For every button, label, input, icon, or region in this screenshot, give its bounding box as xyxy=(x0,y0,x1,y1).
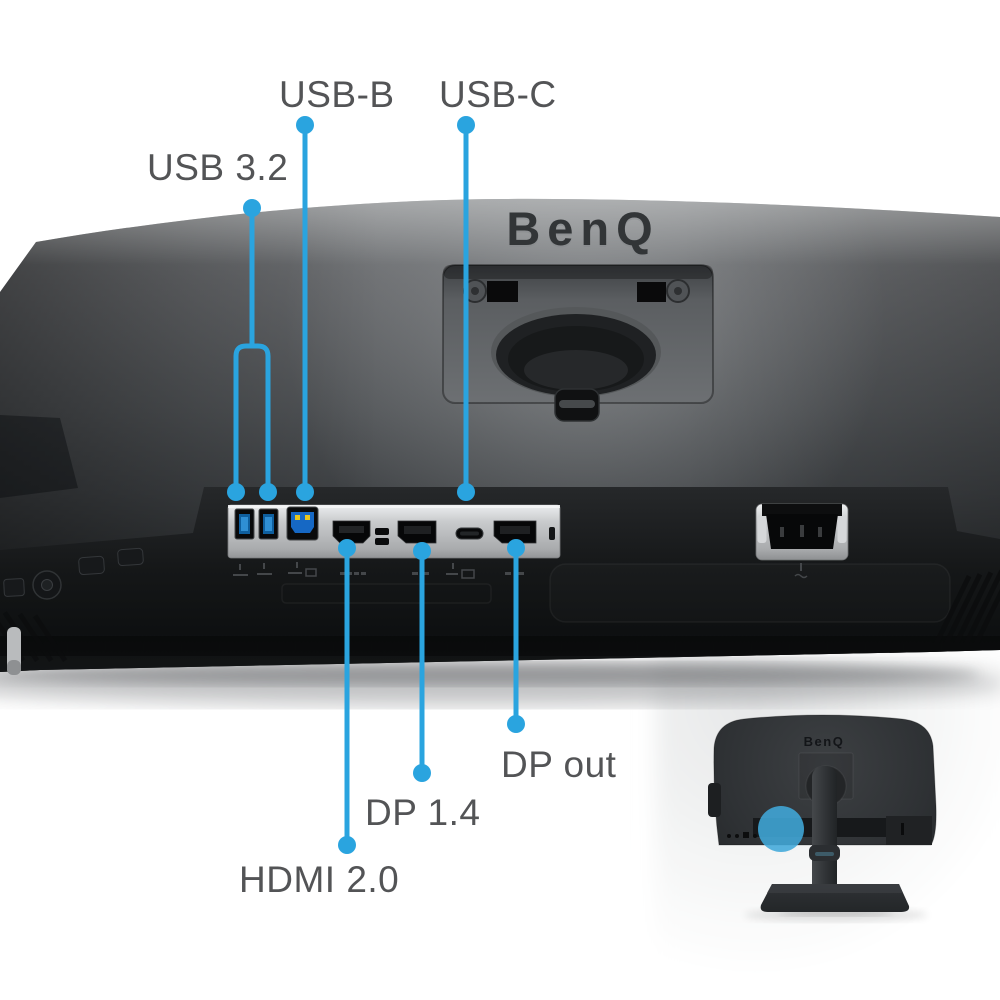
inset-right-corner xyxy=(886,816,932,845)
usb-a-port-2 xyxy=(258,508,279,540)
usb-c-label: USB-C xyxy=(439,74,557,115)
lock-slot xyxy=(549,527,555,540)
left-panel-shading xyxy=(0,415,78,498)
osd-controls xyxy=(3,547,144,600)
inset-benq-logo: BenQ xyxy=(804,734,845,749)
inset-osd-buttons xyxy=(727,832,757,838)
inset-monitor-view: BenQ xyxy=(708,714,937,922)
stand-socket-circle xyxy=(491,307,661,397)
usb-c-port xyxy=(455,527,484,540)
usb-b-port xyxy=(286,506,319,541)
usb-c-label-dot xyxy=(457,116,475,134)
vent-strip xyxy=(0,636,1000,656)
vesa-screw-right xyxy=(666,279,690,303)
dp-in-port xyxy=(397,520,437,544)
monitor-floor-shadow xyxy=(0,661,1000,705)
dp-in-engraving xyxy=(412,572,429,575)
usb-3-2-label-dot xyxy=(243,199,261,217)
dp-1-4-label: DP 1.4 xyxy=(365,792,481,833)
usb-a-port-1-dot xyxy=(227,483,245,501)
chassis-seam-right xyxy=(549,563,951,623)
hdmi-port-dot xyxy=(338,539,356,557)
dp-1-4-port-dot xyxy=(413,542,431,560)
usb-downstream-icon-2 xyxy=(257,563,272,575)
usb-3-2-callout-bracket xyxy=(233,343,271,492)
usb-3-2-label: USB 3.2 xyxy=(147,147,289,188)
osd-button-2 xyxy=(117,547,144,567)
inset-port-highlight-circle xyxy=(758,806,804,852)
benq-logo-highlight: BenQ xyxy=(506,204,659,257)
callout-dots xyxy=(227,116,525,854)
usb-downstream-icon-1 xyxy=(233,564,248,576)
benq-logo-text: BenQ xyxy=(506,202,659,255)
inset-side-tab xyxy=(708,783,721,817)
usb-c-port-dot xyxy=(457,483,475,501)
dp-out-label-dot xyxy=(507,715,525,733)
dp-out-port-dot xyxy=(507,539,525,557)
callout-overlay xyxy=(233,125,519,845)
vesa-mount xyxy=(442,264,714,422)
dp-1-4-label-dot xyxy=(413,764,431,782)
osd-button-1 xyxy=(78,555,105,576)
chassis-seam-left xyxy=(281,583,492,604)
usb-a-port-1 xyxy=(234,508,255,540)
usb-b-label: USB-B xyxy=(279,74,395,115)
hdmi-label-dot xyxy=(338,836,356,854)
power-button xyxy=(3,578,25,597)
power-engraving xyxy=(794,563,808,579)
stand-release-tab xyxy=(554,388,600,422)
ac-power-inlet xyxy=(755,503,849,561)
hdmi-2-0-label: HDMI 2.0 xyxy=(239,859,400,900)
corner-vent-fins-right xyxy=(932,567,1000,648)
usb-b-upstream-icon xyxy=(288,562,317,577)
vesa-hole-right xyxy=(637,282,666,302)
benq-logo: BenQ BenQ xyxy=(506,202,659,257)
usb-c-engraving xyxy=(446,563,475,579)
dp-out-label: DP out xyxy=(501,744,617,785)
osd-joystick xyxy=(32,570,62,600)
usb-b-port-dot xyxy=(296,483,314,501)
io-port-strip xyxy=(227,504,561,559)
vesa-hole-left xyxy=(487,281,518,302)
spacer-slots xyxy=(375,528,389,545)
inset-stand-arm xyxy=(812,766,837,898)
hdmi-port xyxy=(332,520,371,544)
stand-base-sliver xyxy=(7,627,21,675)
usb-b-label-dot xyxy=(296,116,314,134)
dp-out-engraving xyxy=(505,572,524,575)
monitor-back: BenQ BenQ xyxy=(0,198,1000,675)
usb-a-port-2-dot xyxy=(259,483,277,501)
